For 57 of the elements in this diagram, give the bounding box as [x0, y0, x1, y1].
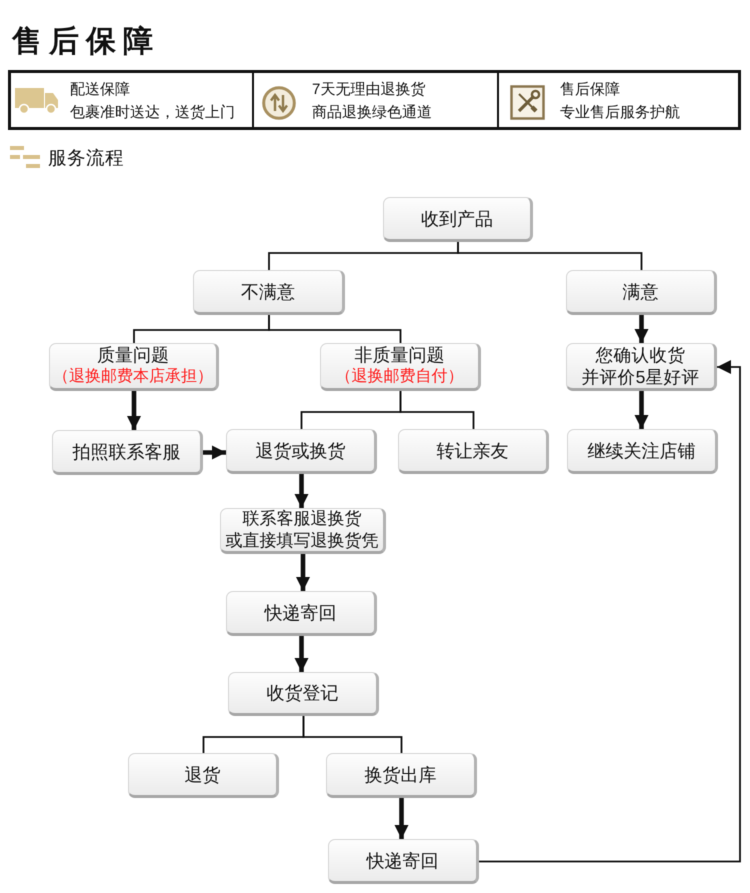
- process-box: [49, 343, 219, 391]
- process-box: [320, 343, 481, 391]
- connector-line: [268, 315, 402, 343]
- process-box: [567, 429, 718, 474]
- arrow: [296, 554, 310, 591]
- process-box: [52, 430, 203, 475]
- process-box: [226, 591, 377, 636]
- process-label: 退货或换货: [256, 440, 346, 462]
- title: 售后保障: [12, 24, 160, 60]
- arrow: [634, 315, 648, 343]
- arrow: [394, 798, 408, 839]
- cost-note: （退换邮费自付）: [336, 366, 464, 387]
- connector-line: [302, 716, 402, 753]
- process-label: 快递寄回: [264, 602, 336, 624]
- process-label: 继续关注店铺: [588, 440, 696, 462]
- process-label: 不满意: [241, 280, 295, 302]
- process-box: [193, 270, 345, 315]
- process-label: 您确认收货并评价5星好评: [582, 344, 700, 388]
- process-label: 快递寄回: [366, 850, 438, 872]
- process-box: [228, 672, 379, 716]
- arrow: [479, 360, 741, 862]
- process-label: 满意: [622, 280, 658, 302]
- process-label: 联系客服退换货或直接填写退换货凭: [226, 508, 378, 552]
- process-label: 质量问题: [97, 344, 169, 366]
- feature-text: 包裹准时送达，送货上门: [70, 103, 235, 123]
- process-label: 退货: [184, 764, 220, 786]
- section-heading: 服务流程: [48, 147, 124, 169]
- connector-line: [400, 391, 474, 429]
- process-box: [128, 753, 279, 798]
- feature-text: 专业售后服务护航: [560, 103, 680, 123]
- process-box: [383, 197, 533, 242]
- feature-cell: [8, 70, 252, 130]
- feature-title: 售后保障: [560, 80, 620, 100]
- process-label: 换货出库: [364, 764, 436, 786]
- arrow: [294, 474, 308, 508]
- process-box: [328, 839, 479, 884]
- feature-title: 配送保障: [70, 80, 130, 100]
- arrow: [127, 391, 141, 430]
- feature-title: 7天无理由退换货: [312, 80, 426, 100]
- connector-line: [457, 242, 642, 270]
- process-box: [566, 270, 717, 315]
- arrow: [634, 391, 648, 429]
- feature-cell: [497, 70, 741, 130]
- feature-cell: [252, 70, 497, 130]
- process-box: [326, 753, 477, 798]
- process-box: [398, 429, 549, 474]
- arrow: [203, 446, 226, 460]
- process-label: 转让亲友: [436, 440, 508, 462]
- cost-note: （退换邮费本店承担）: [53, 366, 213, 387]
- arrow: [294, 636, 308, 672]
- process-label: 拍照联系客服: [72, 440, 180, 462]
- process-box: [226, 429, 377, 474]
- process-box: [566, 343, 717, 391]
- feature-text: 商品退换绿色通道: [312, 103, 432, 123]
- process-label: 收到产品: [421, 208, 493, 230]
- process-label: 收货登记: [266, 682, 338, 704]
- process-label: 非质量问题: [354, 344, 444, 366]
